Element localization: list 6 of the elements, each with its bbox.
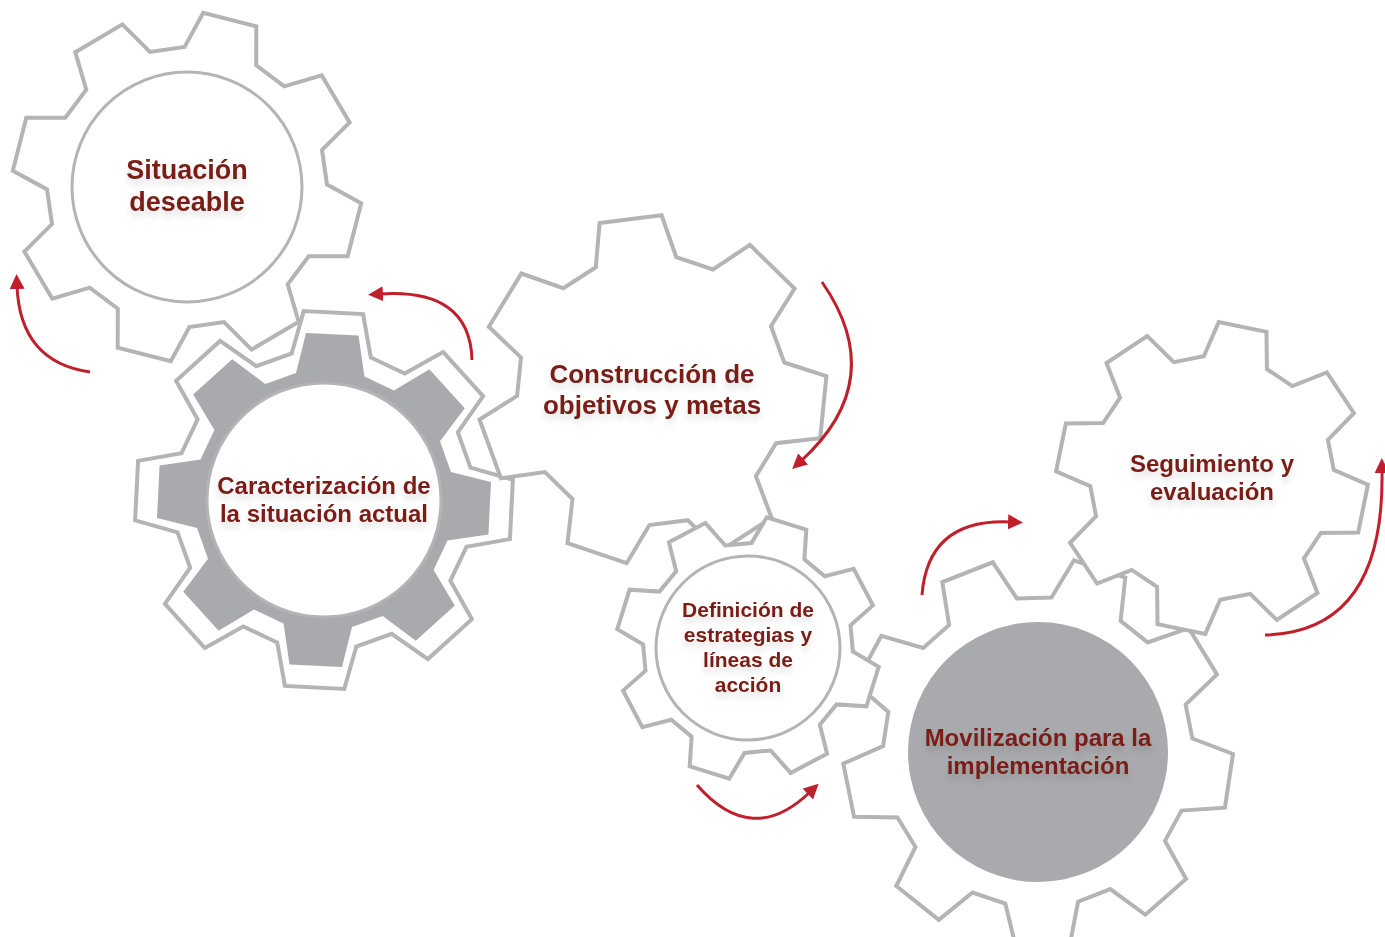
gear-label: Situación deseable [125, 155, 249, 219]
gear-label: Seguimiento y evaluación [1129, 449, 1295, 507]
gear-label: Definición de estrategias y líneas de acción [681, 598, 815, 698]
gear-label: Construcción de objetivos y metas [542, 359, 762, 421]
gear-label: Caracterización de la situación actual [216, 471, 432, 529]
gear-label: Movilización para la implementación [923, 723, 1153, 781]
